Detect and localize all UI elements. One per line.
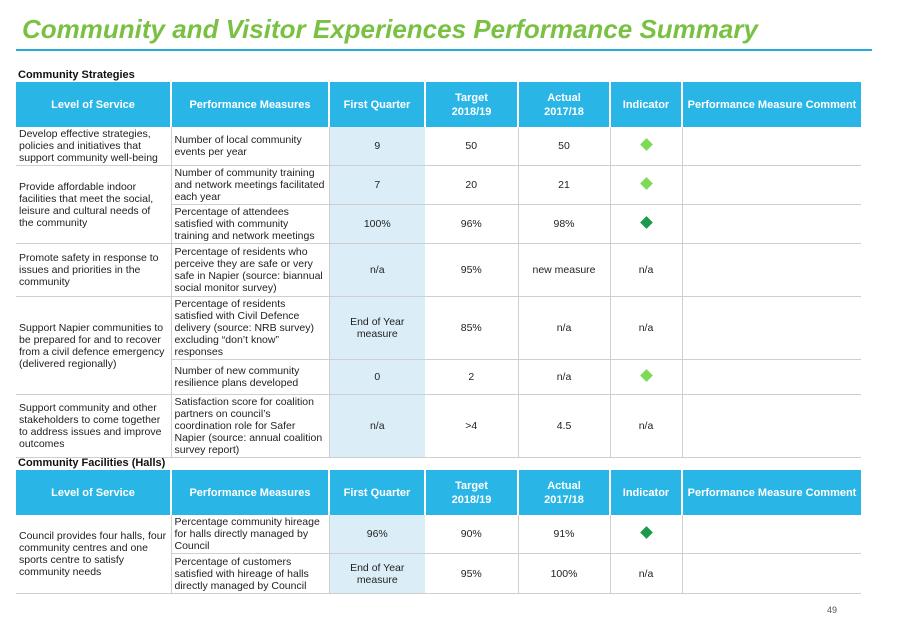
level-of-service-cell: Promote safety in response to issues and… bbox=[16, 243, 172, 297]
header-first-quarter: First Quarter bbox=[329, 82, 426, 127]
comment-cell bbox=[682, 165, 861, 205]
measure-cell: Number of local community events per yea… bbox=[171, 127, 330, 166]
actual-cell: 98% bbox=[518, 204, 611, 244]
level-of-service-cell: Support Napier communities to be prepare… bbox=[16, 296, 172, 395]
measure-cell: Percentage of residents satisfied with C… bbox=[171, 296, 330, 360]
light-green-diamond-icon bbox=[639, 177, 653, 190]
indicator-cell bbox=[610, 204, 683, 244]
indicator-cell bbox=[610, 359, 683, 395]
dark-green-diamond-icon bbox=[639, 526, 653, 539]
first-quarter-cell: End of Year measure bbox=[329, 296, 425, 360]
header-indicator: Indicator bbox=[610, 470, 683, 515]
actual-cell: n/a bbox=[518, 296, 611, 360]
actual-cell: n/a bbox=[518, 359, 611, 395]
table-row: Council provides four halls, four commun… bbox=[16, 515, 861, 594]
target-cell: 96% bbox=[425, 204, 519, 244]
first-quarter-cell: 96% bbox=[329, 515, 425, 554]
header-indicator: Indicator bbox=[610, 82, 683, 127]
first-quarter-cell: 100% bbox=[329, 204, 425, 244]
section-title-community-facilities: Community Facilities (Halls) bbox=[18, 457, 166, 469]
comment-cell bbox=[682, 515, 861, 554]
section-title-community-strategies: Community Strategies bbox=[18, 69, 135, 81]
target-cell: >4 bbox=[425, 394, 519, 458]
first-quarter-cell: End of Year measure bbox=[329, 553, 425, 594]
indicator-cell: n/a bbox=[610, 243, 683, 297]
comment-cell bbox=[682, 553, 861, 594]
light-green-diamond-icon bbox=[639, 369, 653, 382]
header-level-of-service: Level of Service bbox=[16, 470, 172, 515]
level-of-service-cell: Support community and other stakeholders… bbox=[16, 394, 172, 458]
table-row: Provide affordable indoor facilities tha… bbox=[16, 165, 861, 244]
target-cell: 90% bbox=[425, 515, 519, 554]
first-quarter-cell: 9 bbox=[329, 127, 425, 166]
page-number: 49 bbox=[827, 605, 838, 615]
indicator-cell bbox=[610, 165, 683, 205]
target-cell: 20 bbox=[425, 165, 519, 205]
actual-cell: 91% bbox=[518, 515, 611, 554]
actual-cell: 50 bbox=[518, 127, 611, 166]
level-of-service-cell: Council provides four halls, four commun… bbox=[16, 515, 172, 594]
target-cell: 95% bbox=[425, 553, 519, 594]
table-header-row: Level of Service Performance Measures Fi… bbox=[16, 82, 861, 127]
measure-cell: Percentage of attendees satisfied with c… bbox=[171, 204, 330, 244]
measure-cell: Number of new community resilience plans… bbox=[171, 359, 330, 395]
community-strategies-table: Level of Service Performance Measures Fi… bbox=[16, 82, 861, 458]
table-row: Promote safety in response to issues and… bbox=[16, 243, 861, 297]
header-level-of-service: Level of Service bbox=[16, 82, 172, 127]
table-header-row: Level of Service Performance Measures Fi… bbox=[16, 470, 861, 515]
actual-cell: 100% bbox=[518, 553, 611, 594]
header-comment: Performance Measure Comment bbox=[682, 470, 861, 515]
measure-cell: Number of community training and network… bbox=[171, 165, 330, 205]
page-title: Community and Visitor Experiences Perfor… bbox=[22, 14, 758, 44]
table-row: Develop effective strategies, policies a… bbox=[16, 127, 861, 166]
table-row: Support community and other stakeholders… bbox=[16, 394, 861, 458]
comment-cell bbox=[682, 359, 861, 395]
first-quarter-cell: n/a bbox=[329, 243, 425, 297]
table-row: Percentage of customers satisfied with h… bbox=[16, 553, 861, 594]
comment-cell bbox=[682, 204, 861, 244]
measure-cell: Percentage of customers satisfied with h… bbox=[171, 553, 330, 594]
comment-cell bbox=[682, 394, 861, 458]
dark-green-diamond-icon bbox=[639, 216, 653, 229]
target-cell: 85% bbox=[425, 296, 519, 360]
actual-cell: new measure bbox=[518, 243, 611, 297]
header-performance-measures: Performance Measures bbox=[171, 82, 330, 127]
community-facilities-table: Level of Service Performance Measures Fi… bbox=[16, 470, 861, 594]
target-cell: 95% bbox=[425, 243, 519, 297]
header-performance-measures: Performance Measures bbox=[171, 470, 330, 515]
light-green-diamond-icon bbox=[639, 138, 653, 151]
title-underline bbox=[16, 49, 872, 51]
indicator-cell bbox=[610, 127, 683, 166]
header-first-quarter: First Quarter bbox=[329, 470, 426, 515]
target-cell: 2 bbox=[425, 359, 519, 395]
level-of-service-cell: Provide affordable indoor facilities tha… bbox=[16, 165, 172, 244]
target-cell: 50 bbox=[425, 127, 519, 166]
indicator-cell: n/a bbox=[610, 296, 683, 360]
measure-cell: Satisfaction score for coalition partner… bbox=[171, 394, 330, 458]
first-quarter-cell: 7 bbox=[329, 165, 425, 205]
table-row: Support Napier communities to be prepare… bbox=[16, 296, 861, 395]
level-of-service-cell: Develop effective strategies, policies a… bbox=[16, 127, 172, 166]
comment-cell bbox=[682, 127, 861, 166]
first-quarter-cell: 0 bbox=[329, 359, 425, 395]
table-row: Percentage of attendees satisfied with c… bbox=[16, 204, 861, 244]
actual-cell: 21 bbox=[518, 165, 611, 205]
indicator-cell: n/a bbox=[610, 553, 683, 594]
comment-cell bbox=[682, 243, 861, 297]
indicator-cell bbox=[610, 515, 683, 554]
measure-cell: Percentage of residents who perceive the… bbox=[171, 243, 330, 297]
table-row: Number of new community resilience plans… bbox=[16, 359, 861, 395]
actual-cell: 4.5 bbox=[518, 394, 611, 458]
measure-cell: Percentage community hireage for halls d… bbox=[171, 515, 330, 554]
header-comment: Performance Measure Comment bbox=[682, 82, 861, 127]
indicator-cell: n/a bbox=[610, 394, 683, 458]
first-quarter-cell: n/a bbox=[329, 394, 425, 458]
comment-cell bbox=[682, 296, 861, 360]
